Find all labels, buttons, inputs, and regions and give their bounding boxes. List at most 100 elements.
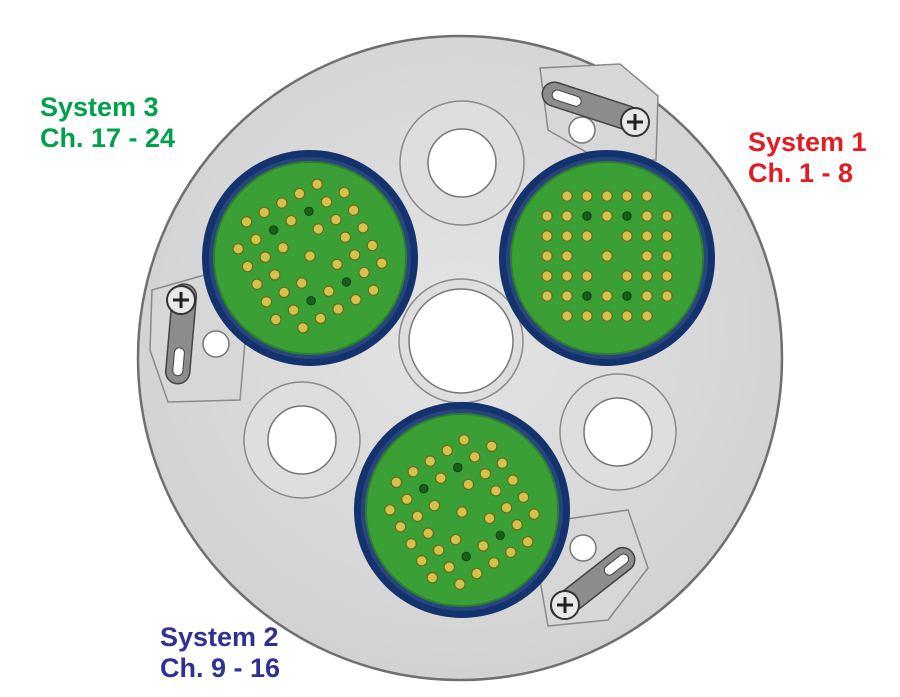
dark-pin [306,296,316,306]
label-system-2: System 2 Ch. 9 - 16 [160,622,280,684]
gold-pin [375,257,388,269]
connector-system-2 [354,402,570,618]
gold-pin [456,506,468,518]
latch-icon[interactable] [539,79,642,133]
system-1-channels: Ch. 1 - 8 [748,158,854,188]
gold-pin [601,250,613,262]
gold-pin [304,250,316,262]
gold-pin [561,290,573,302]
gold-pin [528,508,540,520]
gold-pin [485,440,498,453]
gold-pin [561,250,573,262]
dark-pin [461,551,471,562]
gold-pin [415,554,428,567]
gold-pin [311,178,323,190]
screw-icon[interactable] [550,590,580,620]
gold-pin [496,457,509,469]
gold-pin [601,210,613,222]
gold-pin [517,491,530,503]
dark-pin [622,211,632,221]
gold-pin [268,268,281,281]
gold-pin [561,190,573,202]
screw-icon[interactable] [620,107,650,137]
gold-pin [511,518,523,531]
hole-center [408,288,514,394]
gold-pin [458,434,470,446]
screw-icon[interactable] [166,285,196,315]
gold-pin [357,222,369,234]
system-2-channels: Ch. 9 - 16 [160,653,281,683]
mounting-holes [243,100,677,499]
gold-pin [295,277,308,289]
gold-pin [601,310,613,322]
gold-pin [407,465,419,478]
dark-pin [495,530,505,540]
label-system-3: System 3 Ch. 17 - 24 [40,92,175,154]
gold-pin [641,210,653,222]
gold-pin [232,243,244,255]
gold-pin [541,290,553,302]
gold-pin [521,535,534,548]
small-holes [202,116,597,562]
dark-pin [268,225,279,235]
gold-pin [432,544,445,556]
gold-pin [487,557,500,569]
gold-pin [454,578,466,590]
gold-pin [581,270,593,282]
hole-top [427,128,497,198]
pins-system-1 [541,190,673,322]
gold-pin [601,190,613,202]
gold-pin [278,286,290,299]
gold-pin [422,527,434,539]
gold-pin [347,204,360,216]
gold-pin [661,290,673,302]
system-3-channels: Ch. 17 - 24 [40,123,176,153]
gold-pin [285,214,297,227]
gold-pin [366,239,379,252]
gold-pin [641,230,653,242]
gold-pin [338,186,350,199]
gold-pin [251,278,263,290]
label-system-1: System 1 Ch. 1 - 8 [748,127,867,189]
gold-pin [277,241,289,254]
gold-pin [621,270,633,282]
gold-pin [449,533,462,546]
gold-pin [390,476,403,489]
gold-pin [581,190,593,202]
gold-pin [581,230,593,242]
gold-pin [541,270,553,282]
gold-pin [443,561,456,573]
gold-pin [621,310,633,322]
gold-pin [428,499,441,512]
gold-pin [504,546,517,559]
gold-pin [541,230,553,242]
gold-pin [541,250,553,262]
dark-pin [582,211,592,221]
gold-pin [601,290,613,302]
gold-pin [358,266,370,279]
dark-pin [582,291,592,301]
dark-pin [622,291,632,301]
gold-pin [621,230,633,242]
dark-pin [453,462,463,473]
gold-pin [332,303,344,315]
system-3-name: System 3 [40,92,159,122]
dark-pin [419,484,429,494]
gold-pin [260,295,273,308]
gold-pin [641,310,653,322]
gold-pin [349,293,362,306]
gold-pin [314,312,327,325]
gold-pin [384,504,396,516]
gold-pin [661,250,673,262]
gold-pin [405,537,417,550]
gold-pin [561,270,573,282]
gold-pin [258,206,270,219]
gold-pin [320,196,333,208]
gold-pin [621,190,633,202]
gold-pin [275,197,288,209]
gold-pin [483,512,496,525]
gold-pin [507,474,519,486]
gold-pin [479,467,492,480]
gold-pin [424,455,436,467]
gold-pin [312,223,325,235]
